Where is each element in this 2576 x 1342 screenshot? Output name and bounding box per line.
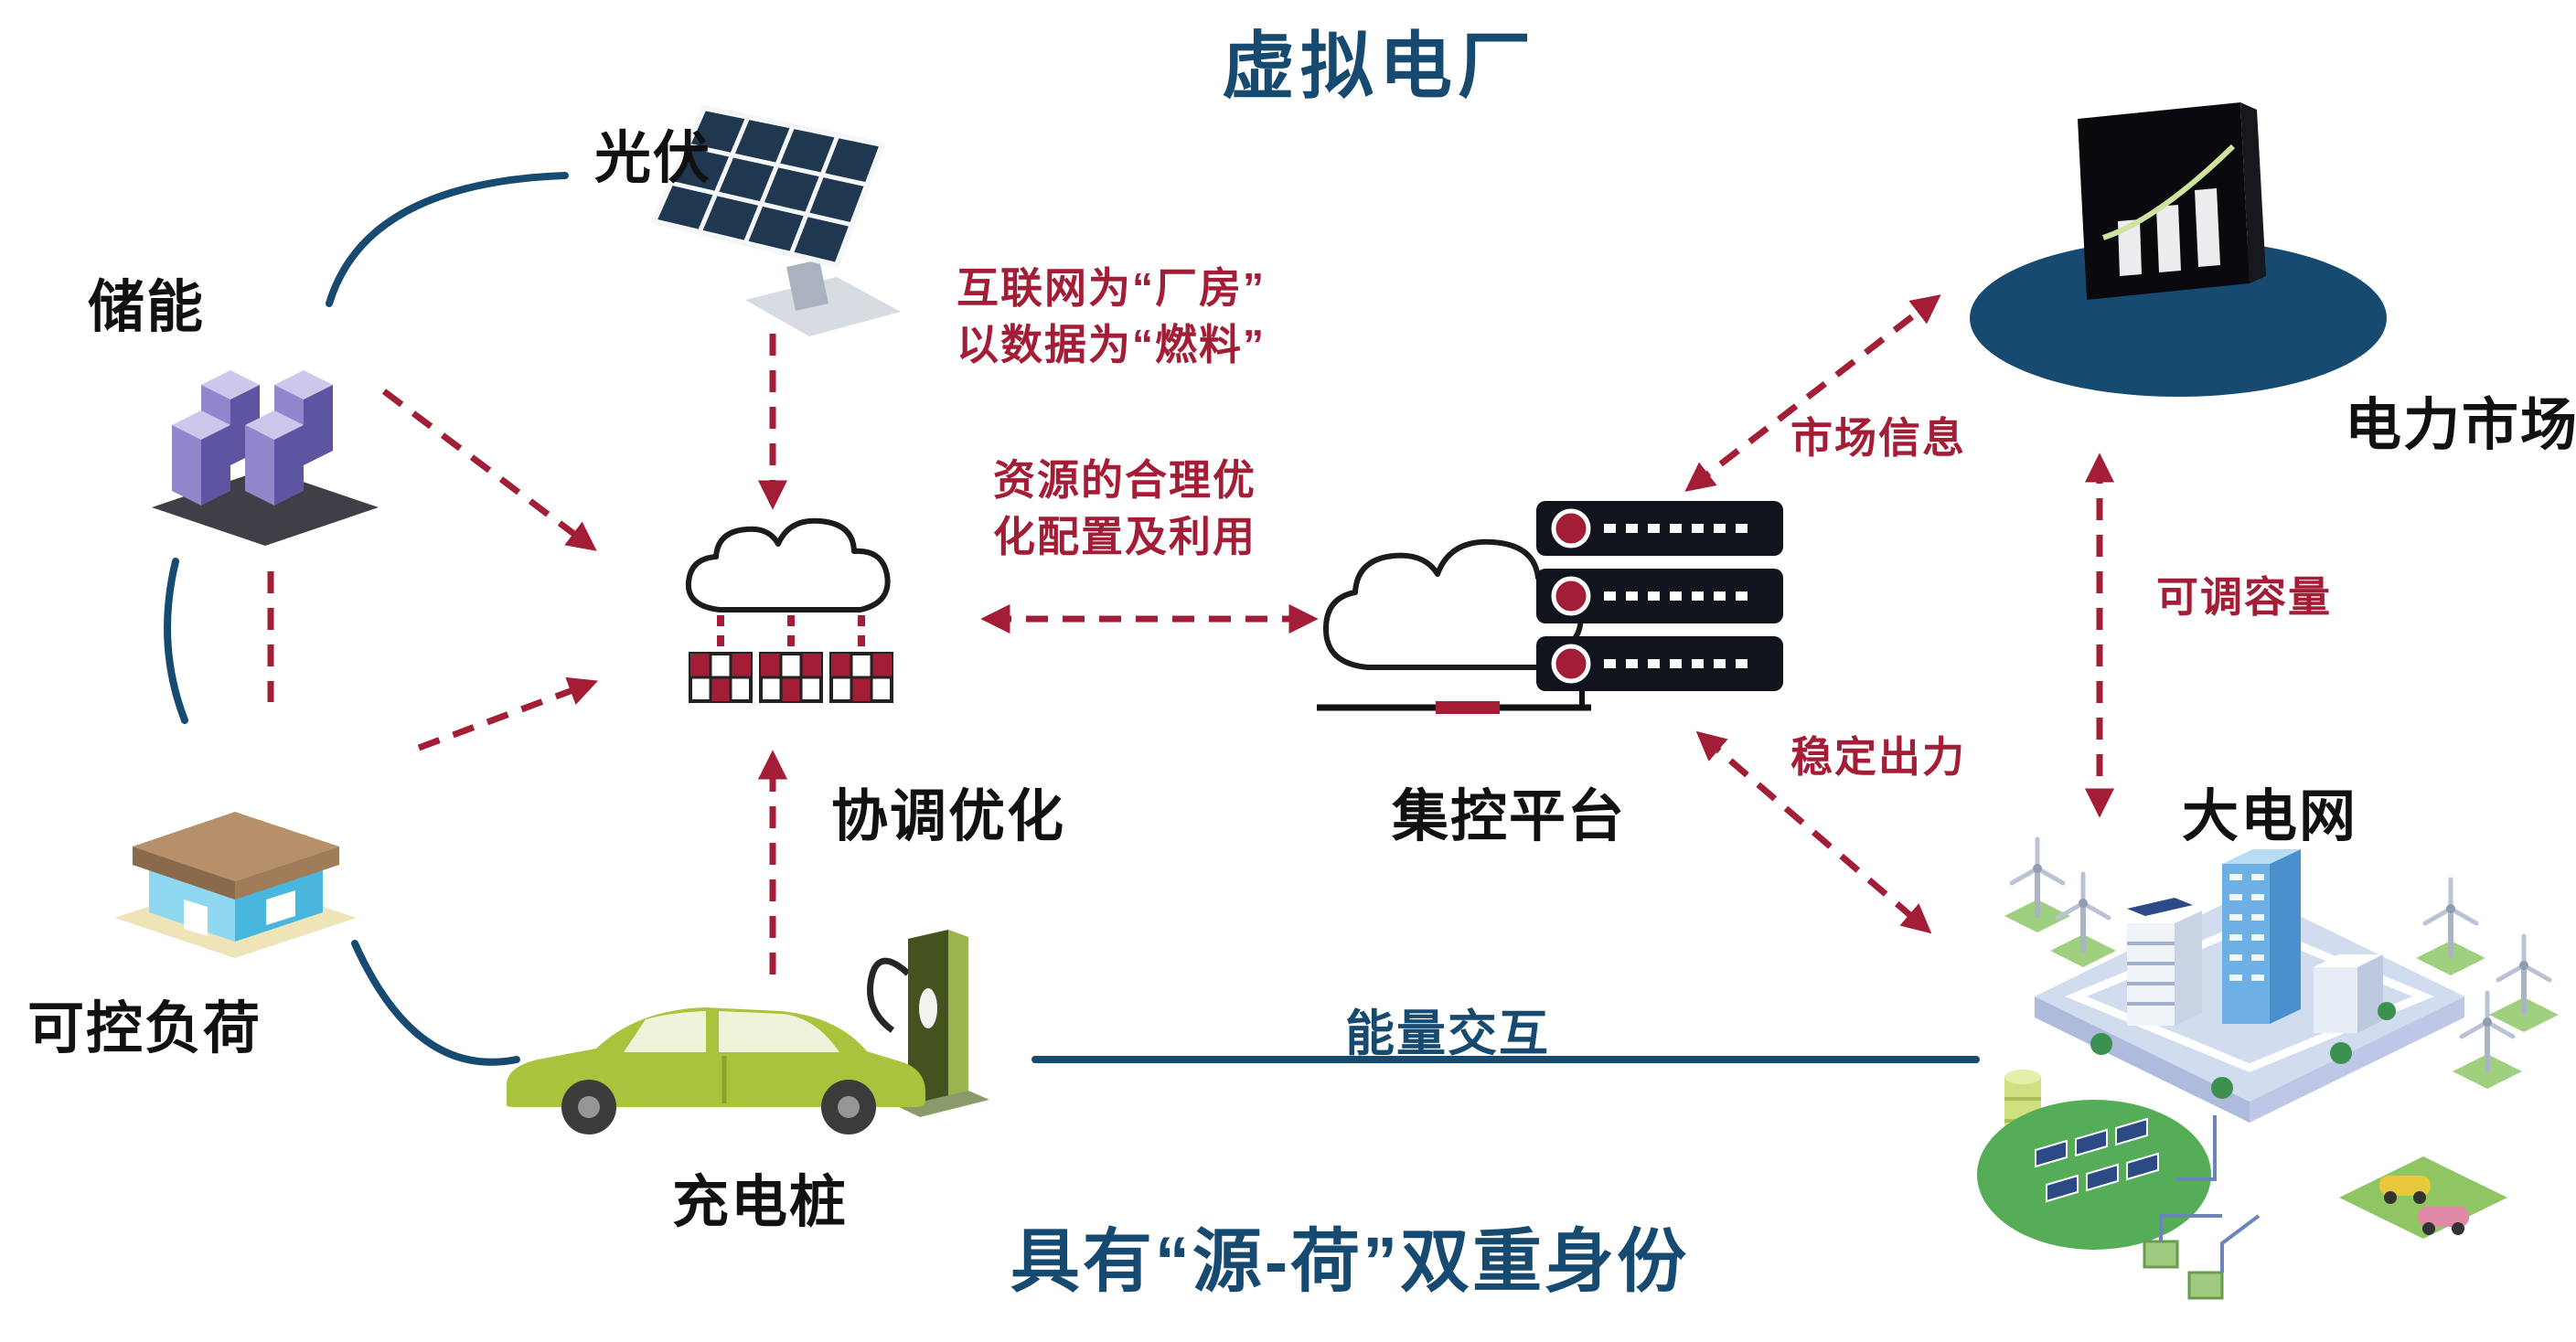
annotation-internet-line2: 以数据为“燃料” (957, 321, 1266, 369)
load-label: 可控负荷 (27, 997, 262, 1060)
page-title: 虚拟电厂 (1222, 26, 1536, 107)
wind-turbine-icon (2004, 839, 2116, 967)
storage-label: 储能 (87, 276, 206, 339)
solar-farm-icon (1977, 1100, 2217, 1250)
annotation-internet-line1: 互联网为“厂房” (957, 264, 1266, 312)
pv-label: 光伏 (593, 127, 712, 190)
server-rack-icon (1536, 501, 1783, 691)
building-icon (2314, 954, 2383, 1033)
platform-cloud-servers-icon (1317, 501, 1783, 714)
city-cars-icon (2339, 1156, 2507, 1239)
charging-pile-icon (867, 930, 989, 1117)
charger-label: 充电桩 (671, 1171, 849, 1234)
arrow-platform-market (1684, 294, 1941, 492)
market-chart-board (2078, 102, 2266, 300)
ev-car-charger-icon (507, 930, 989, 1134)
platform-label: 集控平台 (1391, 785, 1627, 848)
solar-panel-icon (651, 105, 901, 336)
stable-output-label: 稳定出力 (1790, 733, 1966, 781)
arrow-platform-grid (1695, 730, 1932, 934)
car-icon (507, 1007, 925, 1134)
curve-storage-pv (326, 172, 569, 307)
arrow-load-to-coordination (417, 676, 599, 751)
market-info-label: 市场信息 (1790, 414, 1966, 462)
wind-turbine-icon (2416, 879, 2559, 1089)
city-grid-icon (1977, 814, 2559, 1300)
coordination-label: 协调优化 (830, 785, 1066, 848)
curve-storage-load (164, 558, 188, 724)
annotation-internet: 互联网为“厂房” 以数据为“燃料” (957, 260, 1266, 373)
house-icon (114, 812, 357, 958)
cloud-shape (685, 517, 891, 612)
curve-load-charger (351, 940, 520, 1066)
coordination-cloud-icon (685, 517, 893, 703)
tree-icon (2090, 1002, 2396, 1099)
market-icon (1970, 102, 2387, 397)
energy-exchange-label: 能量交互 (1345, 1006, 1550, 1061)
office-building-icon (2127, 898, 2202, 1026)
arrow-storage-to-coordination (381, 389, 597, 551)
annotation-resource-line1: 资源的合理优 (993, 456, 1256, 504)
storage-battery-icon (152, 370, 379, 546)
adjustable-capacity-label: 可调容量 (2156, 573, 2332, 621)
substation-icon (2143, 1214, 2261, 1300)
dual-identity-label: 具有“源-荷”双重身份 (1010, 1223, 1690, 1301)
skyscraper-icon (2222, 849, 2301, 1024)
grid-label: 大电网 (2181, 785, 2358, 848)
market-label: 电力市场 (2344, 394, 2576, 457)
annotation-resource-line2: 化配置及利用 (993, 513, 1256, 561)
annotation-resource: 资源的合理优 化配置及利用 (993, 452, 1256, 565)
